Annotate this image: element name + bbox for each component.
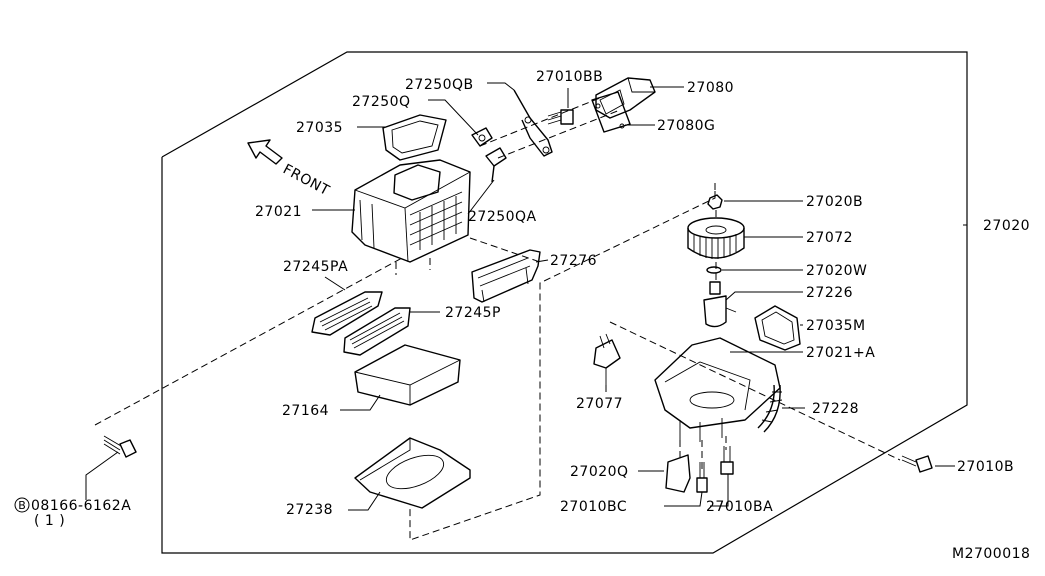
- label-27245P: 27245P: [445, 305, 501, 321]
- motor-27226-drawing: [703, 281, 737, 328]
- alignment-dashes-top: [469, 97, 621, 263]
- diagram-frame: [161, 51, 968, 554]
- front-arrow-icon: FRONT: [247, 139, 332, 199]
- filter-frame-27245P-drawing: [343, 307, 411, 356]
- label-27276: 27276: [550, 253, 597, 269]
- label-27080: 27080: [687, 80, 734, 96]
- label-27245PA: 27245PA: [283, 259, 348, 275]
- label-27021: 27021: [255, 204, 302, 220]
- label-27228: 27228: [812, 401, 859, 417]
- bolt-08166-drawing: [103, 435, 137, 458]
- bolt-prefix-icon: B: [14, 497, 30, 513]
- label-27010BA: 27010BA: [706, 499, 773, 515]
- figure-code: M2700018: [952, 546, 1030, 562]
- screw-27010BA-drawing: [720, 446, 734, 475]
- clip-27020Q-drawing: [665, 454, 691, 493]
- bolt-27010B-drawing: [901, 455, 933, 473]
- gasket-27035-drawing: [382, 114, 447, 161]
- connector-27250Q-drawing: [471, 127, 493, 147]
- label-27164: 27164: [282, 403, 329, 419]
- upper-case-27021-drawing: [351, 159, 471, 263]
- label-08166-quantity: ( 1 ): [34, 513, 65, 529]
- alignment-dashes-left: [94, 257, 431, 426]
- filter-frame-27245PA-drawing: [311, 291, 383, 336]
- label-27020W: 27020W: [806, 263, 867, 279]
- label-27010BC: 27010BC: [560, 499, 627, 515]
- label-27021A: 27021+A: [806, 345, 875, 361]
- duct-27238-drawing: [354, 437, 471, 509]
- nut-27020B-drawing: [707, 194, 723, 210]
- filter-27164-drawing: [354, 344, 461, 406]
- gasket-27080G-drawing: [591, 91, 631, 133]
- bracket-27250QB-drawing: [513, 89, 553, 157]
- label-27035M: 27035M: [806, 318, 866, 334]
- label-27035: 27035: [296, 120, 343, 136]
- label-27250QA: 27250QA: [468, 209, 537, 225]
- label-27250Q: 27250Q: [352, 94, 411, 110]
- bolt-prefix-letter: B: [18, 499, 26, 512]
- resistor-27077-drawing: [593, 333, 621, 385]
- label-27250QB: 27250QB: [405, 77, 474, 93]
- leader-lines: [85, 82, 967, 511]
- label-27072: 27072: [806, 230, 853, 246]
- label-27077: 27077: [576, 396, 623, 412]
- label-27020: 27020: [983, 218, 1030, 234]
- screw-27010BB-drawing: [547, 109, 574, 125]
- cover-27276-drawing: [471, 249, 541, 303]
- connector-27250QA-drawing: [485, 147, 507, 183]
- label-27010BB: 27010BB: [536, 69, 603, 85]
- fan-27072-drawing: [687, 217, 745, 259]
- washer-27020W-drawing: [706, 266, 722, 274]
- label-27020B: 27020B: [806, 194, 863, 210]
- label-27080G: 27080G: [657, 118, 715, 134]
- lower-case-27021A-drawing: [654, 337, 781, 442]
- alignment-dashes-right: [609, 210, 901, 470]
- gasket-27035M-drawing: [754, 305, 801, 351]
- label-27010B: 27010B: [957, 459, 1014, 475]
- front-label: FRONT: [280, 161, 332, 199]
- hose-27228-drawing: [757, 384, 783, 433]
- label-27226: 27226: [806, 285, 853, 301]
- label-27238: 27238: [286, 502, 333, 518]
- label-08166-6162A: 08166-6162A: [31, 498, 131, 514]
- label-27020Q: 27020Q: [570, 464, 629, 480]
